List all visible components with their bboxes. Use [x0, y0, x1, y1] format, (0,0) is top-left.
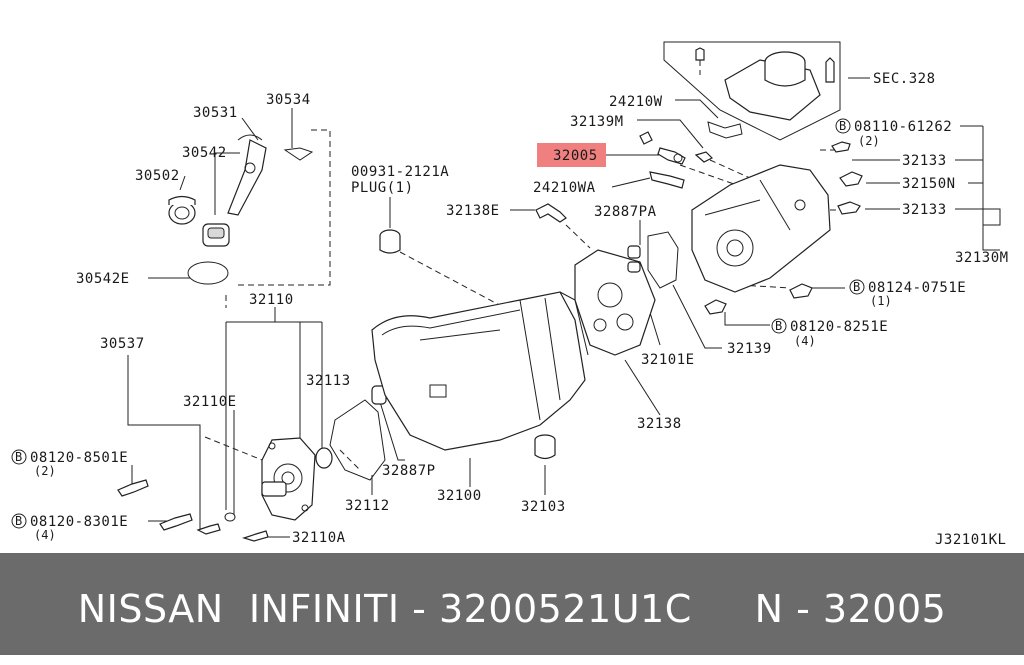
label-08110-61262-qty: (2)	[858, 134, 880, 148]
label-32110: 32110	[249, 292, 294, 308]
drawing-code: J32101KL	[935, 532, 1006, 548]
label-32113: 32113	[306, 373, 351, 389]
bolt-symbol-2: B	[15, 514, 22, 528]
part-gasket-rear	[647, 231, 679, 289]
leader-lines	[127, 60, 1001, 538]
label-24210WA: 24210WA	[533, 180, 596, 196]
label-32005: 32005	[553, 148, 598, 164]
exploded-parts-diagram: B B B B B 30531 30534 30542 30502 30542E…	[11, 41, 1009, 548]
part-32100-bellhousing	[371, 291, 589, 451]
part-32138E-fitting	[535, 203, 567, 223]
part-30502-bushing	[168, 195, 196, 225]
part-32110-assembly	[261, 437, 316, 521]
label-32103: 32103	[521, 499, 566, 515]
bolt-symbol-1: B	[15, 450, 22, 464]
label-32110A: 32110A	[292, 530, 346, 546]
label-32138: 32138	[637, 416, 682, 432]
part-32887PA-pins	[627, 245, 641, 273]
part-32139M-bolt	[639, 131, 653, 145]
label-30502: 30502	[135, 168, 180, 184]
label-sec328: SEC.328	[873, 71, 936, 87]
part-washer-top	[694, 151, 714, 163]
label-30537: 30537	[100, 336, 145, 352]
label-30531: 30531	[193, 105, 238, 121]
part-30534-clip	[283, 147, 314, 161]
label-32887PA: 32887PA	[594, 204, 657, 220]
label-32887P: 32887P	[382, 463, 436, 479]
bolt-symbols: B B B B B	[11, 118, 865, 529]
label-30542E: 30542E	[76, 271, 130, 287]
part-30542E-band	[187, 261, 229, 285]
label-30534: 30534	[266, 92, 311, 108]
callout-labels: 30531 30534 30542 30502 30542E 32110 305…	[30, 71, 1009, 548]
label-08120-8501E: 08120-8501E	[30, 450, 128, 466]
bolt-parts-left	[117, 479, 269, 542]
part-24210W-clamp	[707, 121, 743, 139]
bolt-symbol-5: B	[775, 319, 782, 333]
part-32113-seal	[315, 447, 333, 469]
part-00931-plug	[379, 229, 401, 254]
label-32139: 32139	[727, 341, 772, 357]
bolt-parts-right	[704, 141, 863, 315]
bolt-symbol-3: B	[839, 119, 846, 133]
part-30531-lever	[227, 134, 267, 216]
label-08110-61262: 08110-61262	[854, 119, 952, 135]
part-32103-cover	[534, 434, 556, 460]
part-32112-gasket	[329, 399, 386, 481]
label-08120-8251E: 08120-8251E	[790, 319, 888, 335]
label-08120-8301E-qty: (4)	[34, 528, 56, 542]
label-32130M: 32130M	[955, 250, 1009, 266]
label-08120-8501E-qty: (2)	[34, 464, 56, 478]
label-08120-8251E-qty: (4)	[794, 334, 816, 348]
label-24210W: 24210W	[609, 94, 663, 110]
highlight-32005	[537, 143, 606, 167]
bolt-symbol-4: B	[853, 280, 860, 294]
label-08124-0751E-qty: (1)	[870, 294, 892, 308]
banner-text: NISSAN INFINITI - 3200521U1C N - 32005	[77, 587, 947, 631]
label-00931-2121A: 00931-2121A	[351, 164, 449, 180]
label-32133-upper: 32133	[902, 153, 947, 169]
label-32110E: 32110E	[183, 394, 237, 410]
label-32150N: 32150N	[902, 176, 956, 192]
part-sec328-shifter	[663, 41, 841, 141]
part-30542-boot	[202, 223, 230, 247]
label-32133-lower: 32133	[902, 202, 947, 218]
label-32100: 32100	[437, 488, 482, 504]
label-32138E: 32138E	[446, 203, 500, 219]
label-32101E: 32101E	[641, 352, 695, 368]
label-08120-8301E: 08120-8301E	[30, 514, 128, 530]
label-08124-0751E: 08124-0751E	[868, 280, 966, 296]
part-32005-switch	[657, 147, 686, 165]
label-32139M: 32139M	[570, 114, 624, 130]
part-32130M-extension	[691, 164, 831, 293]
label-plug: PLUG(1)	[351, 180, 414, 196]
part-24210WA-clip	[649, 171, 685, 189]
label-32112: 32112	[345, 498, 390, 514]
part-number-banner: NISSAN INFINITI - 3200521U1C N - 32005	[0, 553, 1024, 655]
part-32101E-adapter	[574, 249, 656, 356]
label-30542: 30542	[182, 145, 227, 161]
